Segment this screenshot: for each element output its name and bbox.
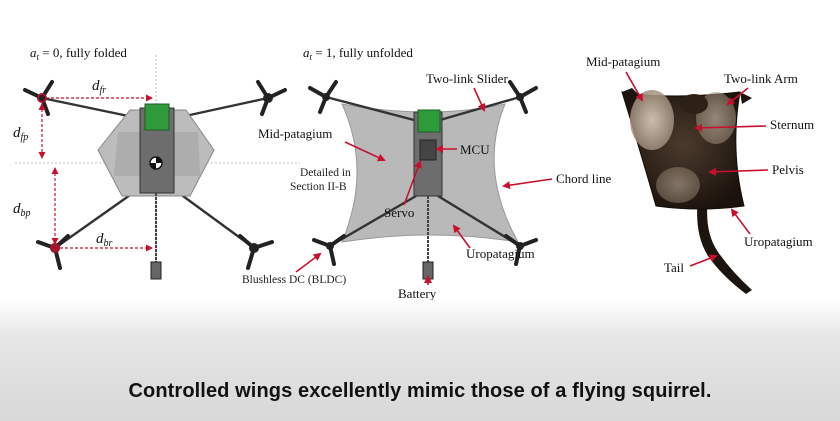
- arrow-mid-patagium-squirrel: [625, 71, 643, 102]
- dim-bp-label: dbp: [13, 201, 31, 219]
- unfolded-state-label: at = 1, fully unfolded: [303, 45, 413, 62]
- arrow-sternum: [694, 123, 767, 132]
- label-mid-patagium-squirrel: Mid-patagium: [586, 54, 660, 69]
- unfolded-drone-panel: at = 1, fully unfolded Two-link: [242, 45, 611, 301]
- dim-fp-label: dfp: [13, 125, 28, 143]
- dim-br-label: dbr: [96, 231, 113, 249]
- dim-fr-label: dfr: [92, 78, 106, 96]
- arrow-tail: [689, 254, 718, 267]
- arrow-bldc: [295, 252, 322, 273]
- folded-battery: [150, 261, 162, 280]
- arrow-two-link-arm: [726, 87, 749, 106]
- flying-squirrel-panel: Mid-patagium Two-link Arm Sternum Pelvis…: [586, 54, 814, 294]
- folded-rotor-br: [36, 234, 70, 270]
- label-uropatagium-squirrel: Uropatagium: [744, 234, 813, 249]
- label-detailed-line1: Detailed in: [300, 167, 351, 179]
- flying-squirrel-image: [621, 88, 752, 294]
- state-symbol: a: [30, 45, 37, 60]
- label-sternum: Sternum: [770, 117, 814, 132]
- folded-pcb: [144, 103, 170, 131]
- label-two-link-slider: Two-link Slider: [426, 71, 508, 86]
- folded-state-label: at = 0, fully folded: [30, 45, 127, 62]
- label-battery: Battery: [398, 286, 437, 301]
- arrow-servo: [403, 160, 422, 206]
- arrow-pelvis: [708, 167, 769, 176]
- label-bldc: Blushless DC (BLDC): [242, 274, 346, 286]
- video-caption: Controlled wings excellently mimic those…: [128, 380, 712, 402]
- label-tail: Tail: [664, 260, 684, 275]
- label-detailed-line2: Section II-B: [290, 181, 347, 193]
- folded-rotor-bl: [238, 234, 274, 270]
- state-subscript: t: [37, 52, 40, 62]
- arrow-two-link-slider: [473, 87, 486, 112]
- state-text: = 0, fully folded: [39, 45, 127, 60]
- label-two-link-arm: Two-link Arm: [724, 71, 798, 86]
- label-mid-patagium-drone: Mid-patagium: [258, 126, 332, 141]
- folded-drone-panel: at = 0, fully folded: [13, 45, 300, 280]
- arrow-chord-line: [502, 178, 553, 190]
- arrow-uropatagium-drone: [452, 224, 471, 249]
- arrow-mid-patagium-drone: [344, 141, 386, 162]
- label-chord-line: Chord line: [556, 171, 611, 186]
- label-mcu: MCU: [460, 142, 490, 157]
- unfolded-pcb: [417, 109, 441, 133]
- folded-rotor-fl: [256, 80, 287, 116]
- label-uropatagium-drone: Uropatagium: [466, 246, 535, 261]
- unfolded-battery: [422, 261, 434, 280]
- label-pelvis: Pelvis: [772, 162, 804, 177]
- label-servo: Servo: [384, 205, 414, 220]
- caption-background: [0, 300, 840, 421]
- arrow-uropatagium-squirrel: [730, 208, 751, 235]
